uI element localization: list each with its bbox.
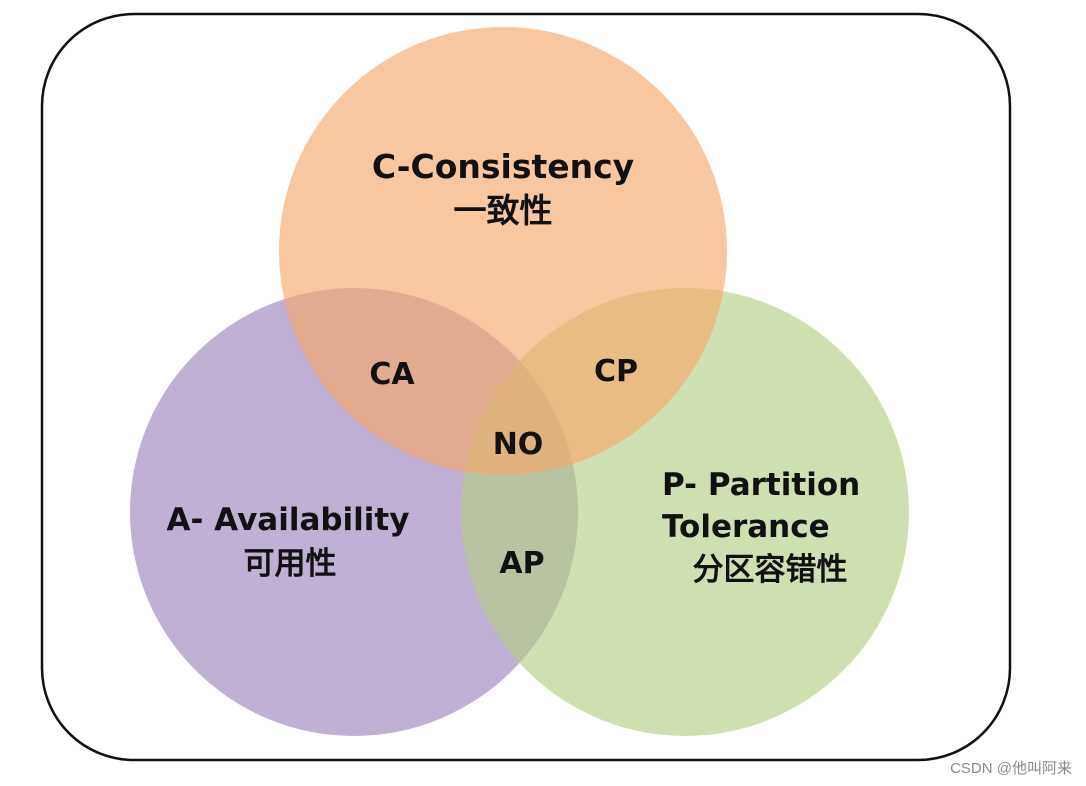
intersection-cp-label: CP bbox=[594, 354, 638, 389]
intersection-ca-label: CA bbox=[369, 357, 415, 392]
consistency-circle bbox=[279, 27, 727, 475]
csdn-watermark: CSDN @他叫阿来 bbox=[950, 760, 1072, 777]
consistency-title: C-Consistency bbox=[372, 147, 634, 186]
availability-subtitle: 可用性 bbox=[244, 546, 337, 582]
diagram-frame bbox=[40, 12, 1012, 762]
intersection-ap-label: AP bbox=[499, 546, 544, 581]
availability-title: A- Availability bbox=[167, 502, 410, 538]
intersection-center-label: NO bbox=[493, 427, 544, 462]
partition-subtitle: 分区容错性 bbox=[693, 552, 848, 588]
consistency-subtitle: 一致性 bbox=[454, 191, 553, 230]
partition-title-line1: P- Partition bbox=[662, 467, 860, 503]
partition-title-line2: Tolerance bbox=[662, 509, 830, 545]
